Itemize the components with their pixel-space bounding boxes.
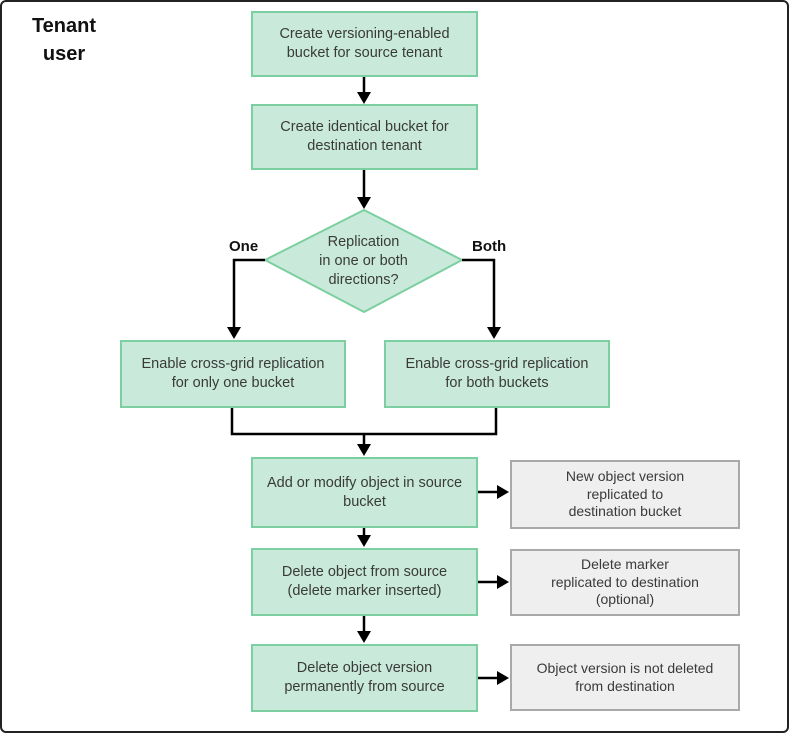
arrow-add-modify-to-result [478,485,509,499]
arrow-delete-object-to-result [478,575,509,589]
result-version-not-deleted: Object version is not deleted from desti… [510,644,740,711]
step-enable-one-bucket: Enable cross-grid replication for only o… [120,340,346,408]
decision-label: Replication in one or both directions? [319,233,408,288]
actor-label: Tenant user [31,15,97,65]
result-delete-marker: Delete marker replicated to destination … [510,549,740,616]
step-create-destination-bucket: Create identical bucket for destination … [251,104,478,170]
step-delete-object: Delete object from source (delete marker… [251,548,478,616]
step-create-source-bucket: Create versioning-enabled bucket for sou… [251,11,478,77]
step-enable-both-buckets: Enable cross-grid replication for both b… [384,340,610,408]
arrow-create-source-to-create-destination [357,77,371,104]
result-new-object-version: New object version replicated to destina… [510,460,740,529]
arrow-add-modify-to-delete-object [357,528,371,547]
arrow-create-destination-to-decision [357,170,371,209]
arrow-delete-version-to-result [478,671,509,685]
branch-both-connector [462,258,501,339]
merge-connector [230,408,498,456]
step-delete-object-version: Delete object version permanently from s… [251,644,478,712]
arrow-delete-object-to-delete-version [357,616,371,643]
branch-one-connector [227,258,265,339]
branch-both-label: Both [472,238,507,255]
branch-one-label: One [229,238,259,255]
step-add-modify-object: Add or modify object in source bucket [251,457,478,528]
